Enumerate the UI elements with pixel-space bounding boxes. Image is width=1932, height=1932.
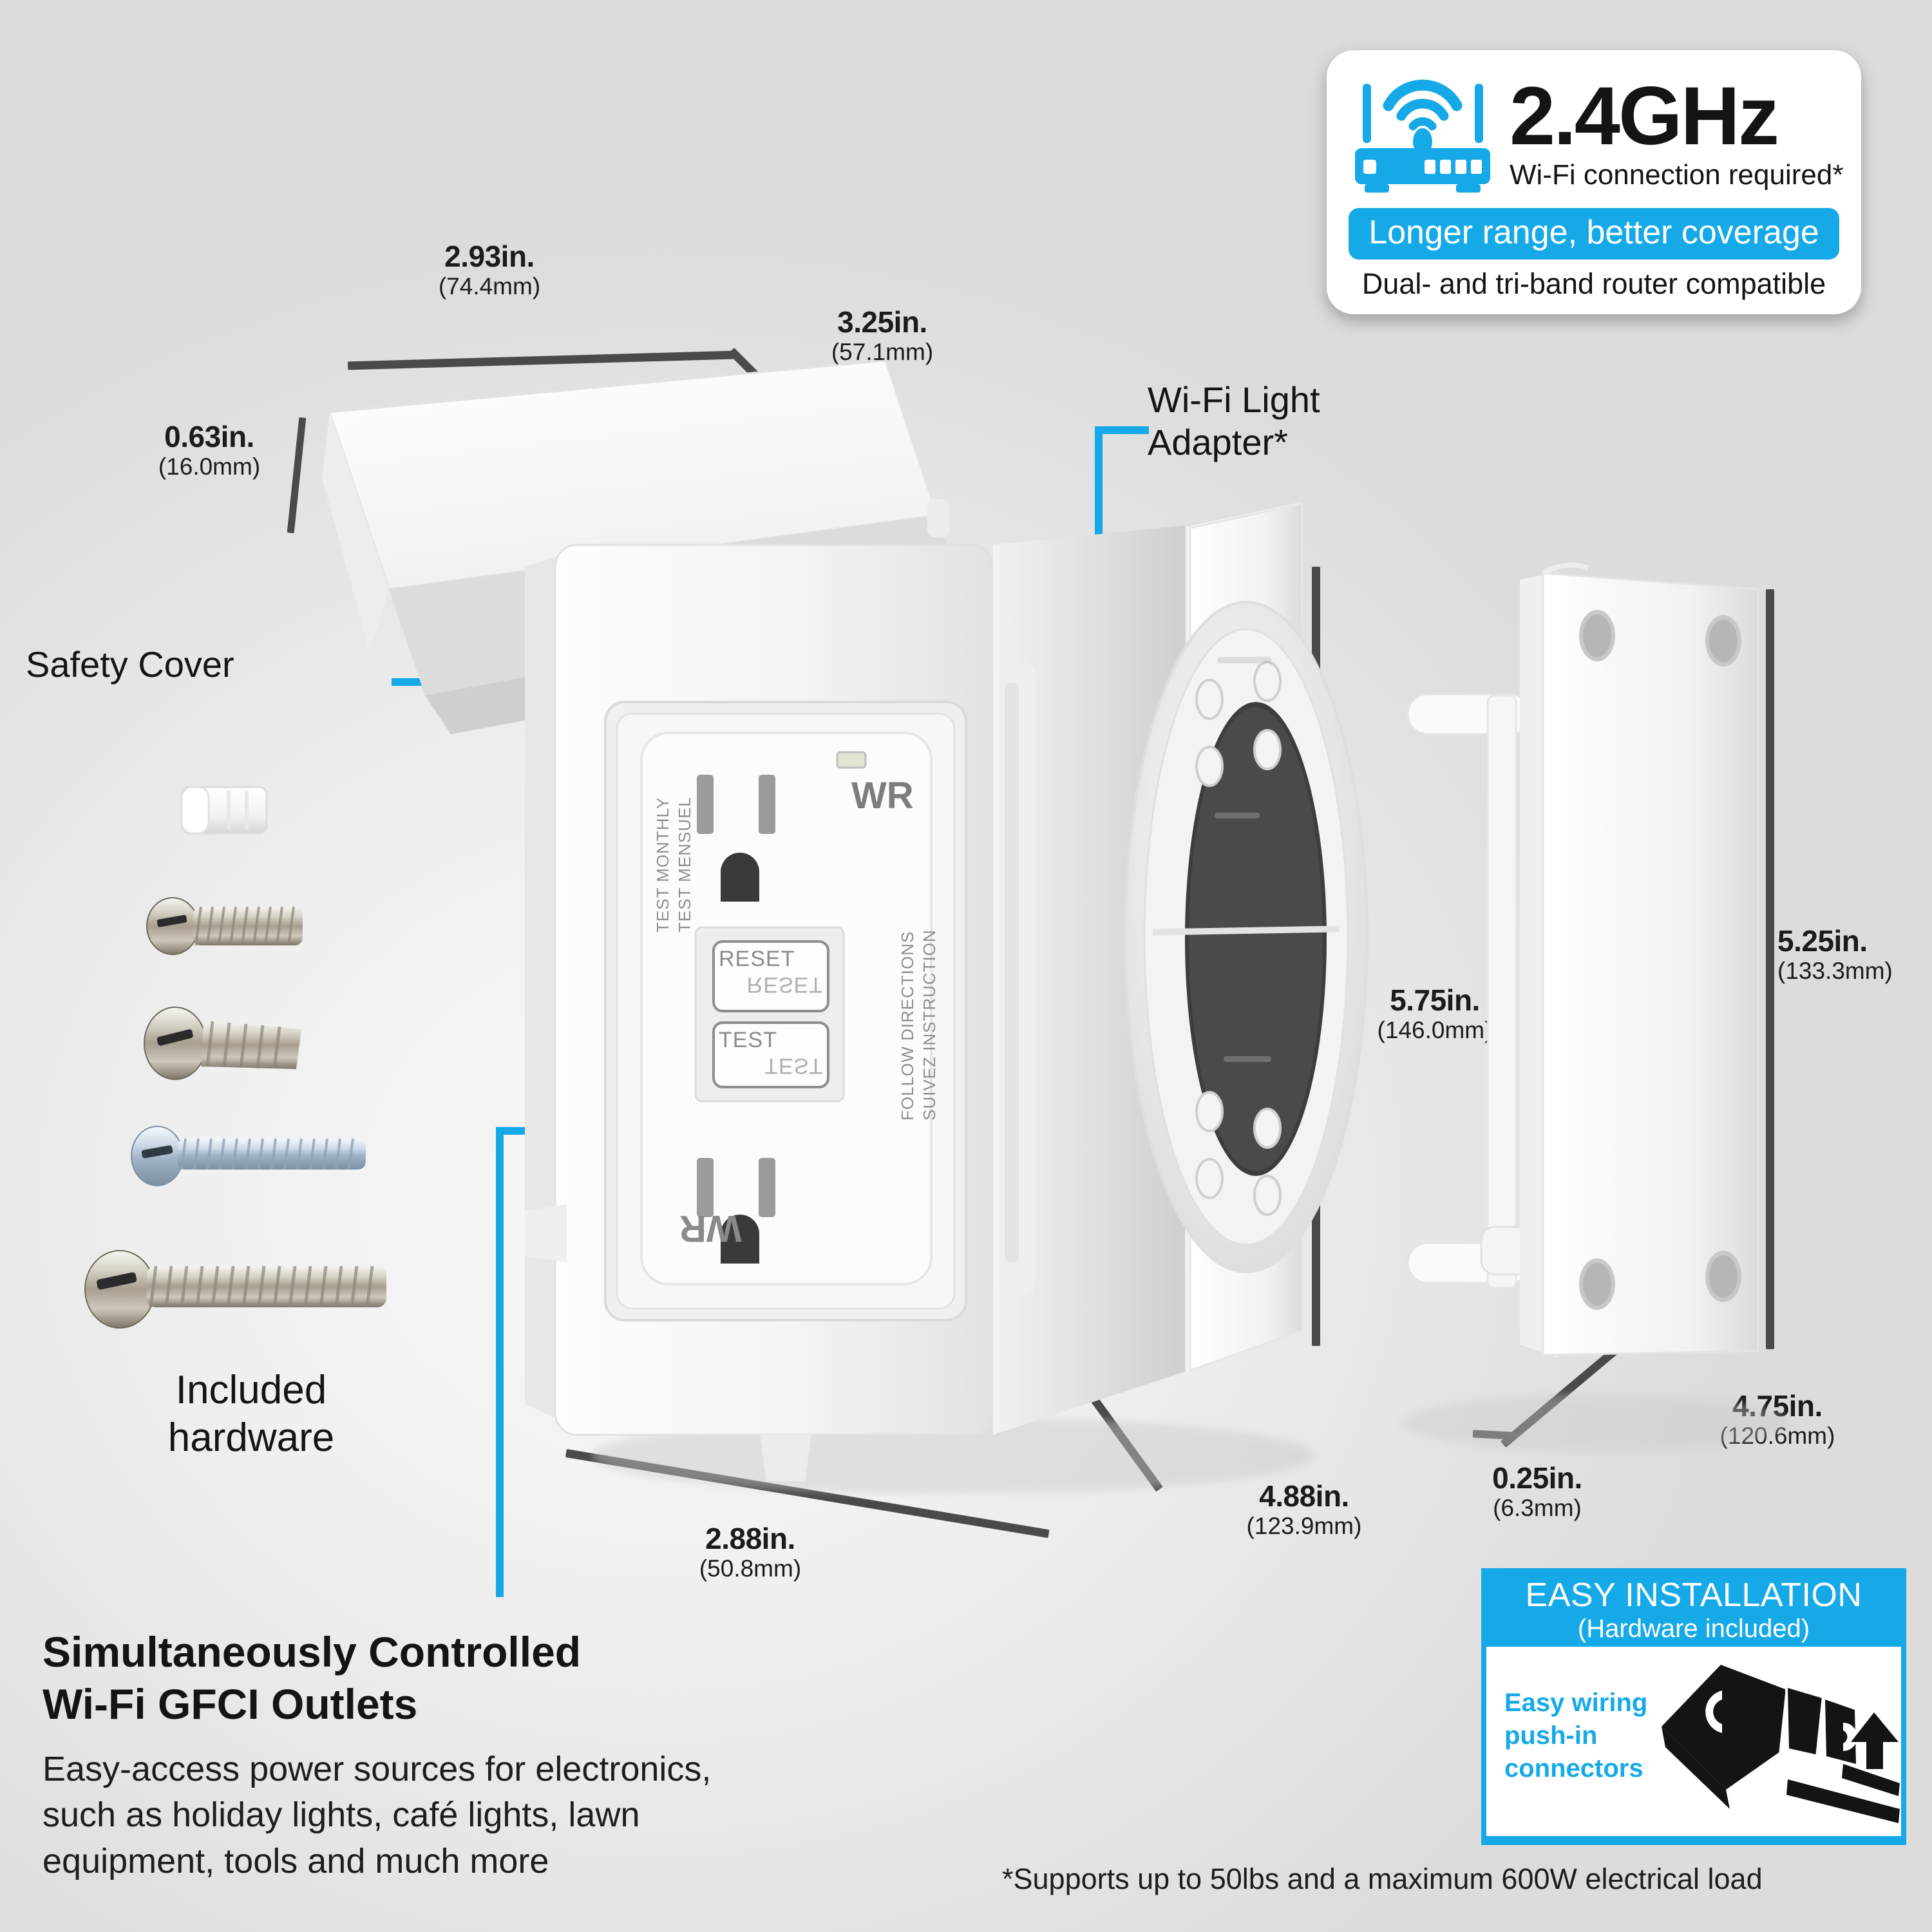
dimension-box-height: 5.75in. (146.0mm) xyxy=(1377,983,1493,1043)
included-hardware-line1: Included xyxy=(175,1368,327,1412)
headline-line2: Wi-Fi GFCI Outlets xyxy=(43,1680,418,1728)
long-zinc-screw-icon xyxy=(131,1126,366,1186)
easy-wiring-line3: connectors xyxy=(1504,1754,1643,1783)
leader-safety-cover-horizontal xyxy=(392,678,459,686)
dimension-plate-width: 4.75in. (120.6mm) xyxy=(1719,1389,1835,1449)
router-compatibility-text: Dual- and tri-band router compatible xyxy=(1361,267,1826,300)
easy-installation-badge: EASY INSTALLATION (Hardware included) Ea… xyxy=(1481,1568,1906,1845)
dimline-cover-depth xyxy=(728,348,871,491)
outlet-test-label-mirrored: TEST xyxy=(764,1054,823,1078)
footnote: *Supports up to 50lbs and a maximum 600W… xyxy=(1002,1862,1763,1895)
easy-wiring-line1: Easy wiring xyxy=(1504,1689,1648,1717)
sub-copy-line2: such as holiday lights, café lights, law… xyxy=(43,1795,640,1835)
dimension-box-depth: 4.88in. (123.9mm) xyxy=(1246,1479,1362,1539)
coverage-highlight-banner: Longer range, better coverage xyxy=(1349,208,1839,260)
dimension-plate-height: 5.25in. (133.3mm) xyxy=(1777,924,1893,984)
dimension-plate-thickness: 0.25in. (6.3mm) xyxy=(1492,1461,1582,1521)
dimline-box-depth xyxy=(1088,1393,1163,1492)
outlet-reset-label: RESET xyxy=(719,947,795,971)
wifi-24ghz-badge: 2.4GHz Wi-Fi connection required* Longer… xyxy=(1327,50,1861,314)
outlet-marking-wr-bottom: WR xyxy=(679,1208,742,1249)
dimension-cover-depth: 3.25in. (57.1mm) xyxy=(831,305,934,365)
dimline-plate-height xyxy=(1766,589,1774,1349)
headline-line1: Simultaneously Controlled xyxy=(43,1628,582,1676)
sub-copy-line1: Easy-access power sources for electronic… xyxy=(43,1750,712,1788)
push-in-connector-icon xyxy=(1650,1651,1901,1824)
headline: Simultaneously Controlled Wi-Fi GFCI Out… xyxy=(43,1626,581,1730)
callout-wifi-adapter-line2: Adapter* xyxy=(1148,422,1288,463)
dimension-cover-width: 2.93in. (74.4mm) xyxy=(438,240,541,299)
leader-outlet-vertical xyxy=(496,1127,504,1597)
short-machine-screw-icon xyxy=(146,897,303,955)
outlet-follow-directions-line1: FOLLOW DIRECTIONS xyxy=(898,931,917,1121)
dimline-cover-width xyxy=(347,350,735,370)
dimension-box-front-width: 2.88in. (50.8mm) xyxy=(699,1522,802,1582)
outlet-marking-wr-top: WR xyxy=(851,775,914,817)
wifi-light-adapter-module xyxy=(1124,502,1368,1372)
outlet-suivez-instruction-line2: SUIVEZ INSTRUCTION xyxy=(920,929,940,1121)
callout-safety-cover-label: Safety Cover xyxy=(26,644,234,685)
outlet-reset-button[interactable]: RESET RESET xyxy=(719,947,823,1009)
leader-wifi-adapter-horizontal xyxy=(1095,426,1149,434)
dimension-cover-thickness: 0.63in. (16.0mm) xyxy=(158,420,261,480)
wifi-router-icon xyxy=(1349,72,1497,194)
ghz-title: 2.4GHz xyxy=(1510,70,1779,162)
sub-copy-line3: equipment, tools and much more xyxy=(43,1841,549,1880)
included-hardware-line2: hardware xyxy=(167,1416,335,1461)
callout-wifi-light-adapter: Wi-Fi Light Adapter* xyxy=(1148,379,1320,464)
white-plastic-bushing-icon xyxy=(180,786,268,835)
wall-mounting-plate xyxy=(1406,562,1759,1358)
easy-installation-body: Easy wiring push-in connectors xyxy=(1486,1647,1901,1836)
easy-installation-subtitle: (Hardware included) xyxy=(1577,1615,1810,1643)
dimline-plate-width xyxy=(1501,1341,1625,1448)
wifi-requirement-text: Wi-Fi connection required* xyxy=(1510,159,1844,191)
sub-copy: Easy-access power sources for electronic… xyxy=(43,1747,711,1884)
outlet-test-button[interactable]: TEST TEST xyxy=(719,1028,823,1084)
included-hardware-items xyxy=(84,786,386,1329)
callout-wifi-adapter-line1: Wi-Fi Light xyxy=(1148,379,1320,420)
outlet-follow-directions-text: FOLLOW DIRECTIONS SUIVEZ INSTRUCTION xyxy=(896,927,941,1121)
outlet-reset-label-mirrored: RESET xyxy=(746,972,823,997)
dimline-box-height xyxy=(1312,567,1320,1346)
leader-outlet-horizontal xyxy=(496,1127,760,1135)
outlet-test-label: TEST xyxy=(719,1028,777,1052)
long-steel-screw-icon xyxy=(84,1250,386,1329)
leader-wifi-adapter-vertical xyxy=(1095,426,1103,819)
outlet-test-mensuel-line2: TEST MENSUEL xyxy=(675,797,695,933)
short-coarse-screw-icon xyxy=(144,1007,301,1080)
included-hardware-label: Included hardware xyxy=(116,1367,386,1463)
easy-wiring-line2: push-in xyxy=(1504,1721,1598,1750)
outlet-test-monthly-line1: TEST MONTHLY xyxy=(653,797,672,933)
leader-safety-cover-vertical xyxy=(451,567,459,686)
easy-wiring-text: Easy wiring push-in connectors xyxy=(1504,1687,1647,1786)
easy-installation-title: EASY INSTALLATION xyxy=(1525,1577,1862,1614)
outlet-test-monthly-text: TEST MONTHLY TEST MENSUEL xyxy=(652,765,696,933)
outlet-box-body xyxy=(525,526,1185,1481)
callout-safety-cover: Safety Cover xyxy=(26,644,234,686)
